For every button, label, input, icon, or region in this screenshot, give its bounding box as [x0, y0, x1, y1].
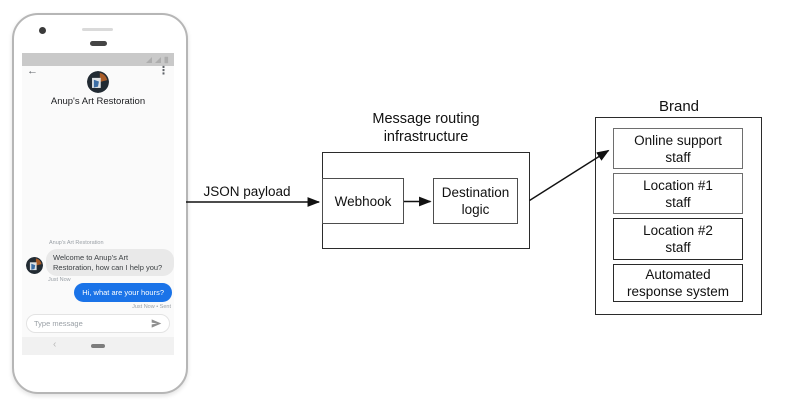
webhook-box: Webhook — [322, 178, 404, 224]
destination-logic-box: Destination logic — [433, 178, 518, 224]
message-input[interactable]: Type message — [26, 314, 170, 333]
business-avatar — [87, 71, 109, 93]
battery-icon — [164, 56, 169, 64]
back-arrow-icon[interactable]: ← — [27, 65, 38, 77]
status-icons — [146, 56, 169, 64]
send-icon[interactable] — [151, 318, 162, 329]
overflow-menu-icon[interactable]: ⋮ — [158, 65, 169, 77]
outgoing-message-bubble: Hi, what are your hours? — [74, 283, 172, 302]
phone-screen: ← ⋮ Anup's Art Restoration Anup's Art Re… — [22, 53, 174, 355]
business-name: Anup's Art Restoration — [50, 96, 146, 107]
nav-back-icon[interactable]: ‹ — [53, 339, 57, 350]
front-camera-icon — [39, 27, 46, 34]
speaker-slot — [82, 28, 113, 31]
signal-icon — [146, 57, 152, 63]
routing-title: Message routing infrastructure — [372, 111, 480, 145]
brand-location2-box: Location #2 staff — [613, 218, 743, 260]
json-payload-label: JSON payload — [203, 184, 291, 199]
outgoing-timestamp: Just Now • Sent — [132, 304, 171, 310]
brand-title: Brand — [658, 98, 700, 115]
brand-online-support-box: Online support staff — [613, 128, 743, 169]
brand-location1-box: Location #1 staff — [613, 173, 743, 214]
sender-label: Anup's Art Restoration — [49, 240, 104, 246]
earpiece — [90, 41, 107, 46]
incoming-timestamp: Just Now — [48, 277, 71, 283]
android-nav-bar: ‹ — [22, 337, 174, 355]
phone-mockup: ← ⋮ Anup's Art Restoration Anup's Art Re… — [12, 13, 188, 394]
message-avatar — [26, 257, 43, 274]
message-placeholder: Type message — [34, 319, 83, 328]
home-button[interactable] — [91, 344, 105, 348]
wifi-icon — [155, 57, 161, 63]
status-bar — [22, 53, 174, 66]
brand-container-box: Online support staff Location #1 staff L… — [595, 117, 762, 315]
incoming-message-bubble: Welcome to Anup's Art Restoration, how c… — [46, 249, 174, 276]
brand-automated-response-box: Automated response system — [613, 264, 743, 302]
